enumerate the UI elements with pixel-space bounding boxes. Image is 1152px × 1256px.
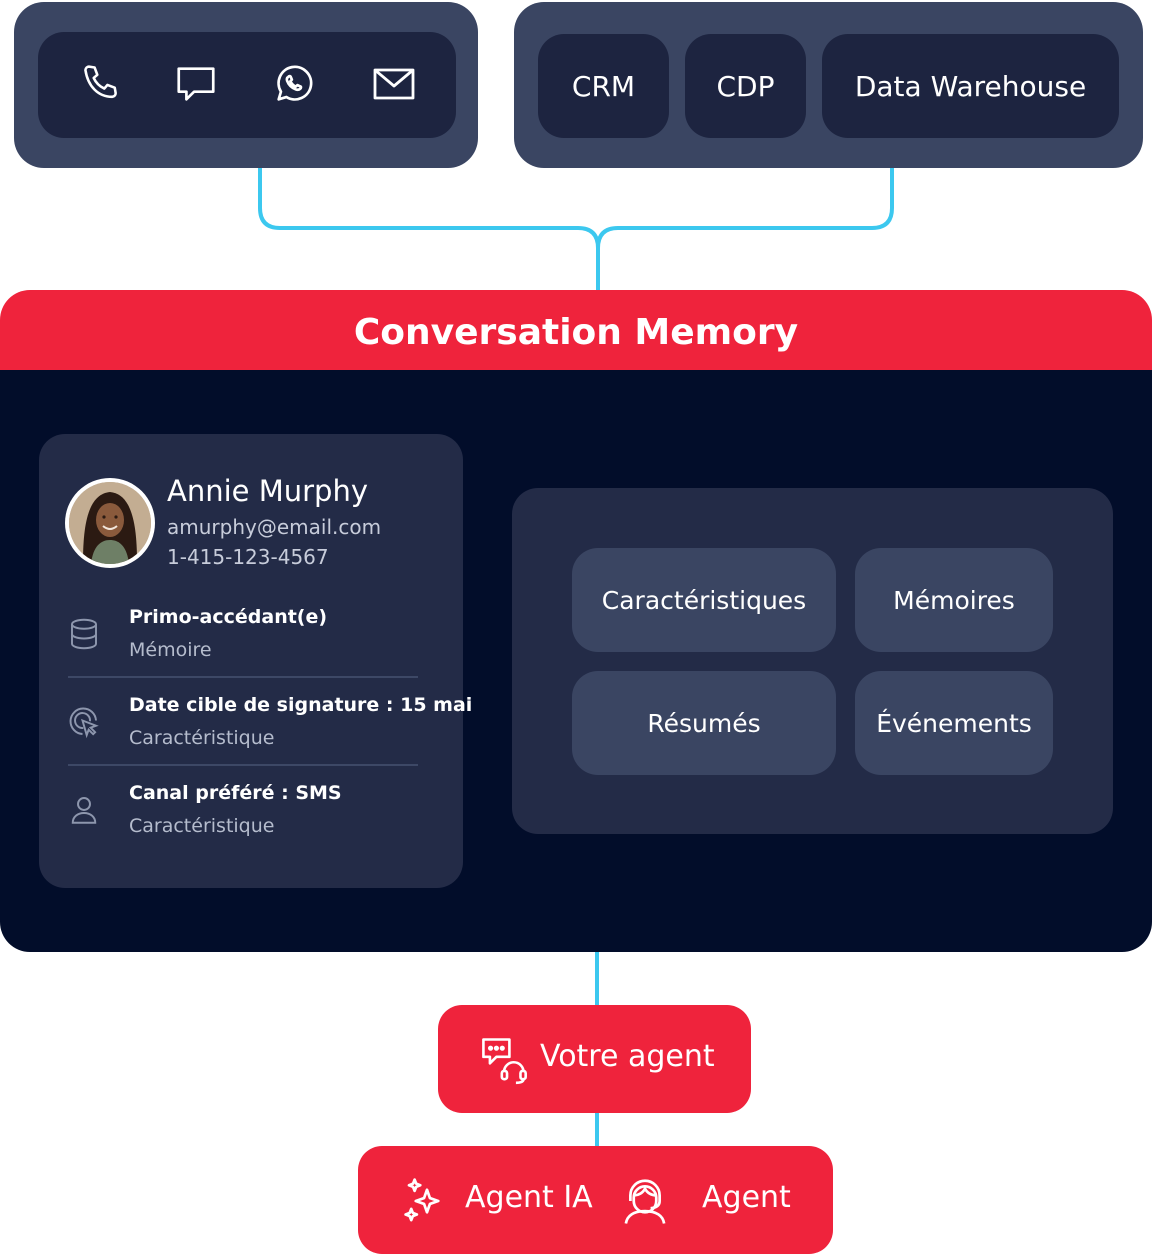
connector-channels	[258, 168, 600, 249]
fact-type: Caractéristique	[129, 815, 275, 837]
channels-bar	[38, 32, 456, 138]
target-cursor-icon	[66, 704, 102, 740]
human-agent-label: Agent	[702, 1180, 791, 1215]
memory-title: Conversation Memory	[0, 290, 1152, 374]
divider	[68, 764, 418, 766]
fact-type: Caractéristique	[129, 727, 275, 749]
database-icon	[66, 616, 102, 652]
person-icon	[66, 792, 102, 828]
agents-box: Agent IA Agent	[358, 1146, 833, 1254]
fact-title: Primo-accédant(e)	[129, 606, 328, 628]
your-agent-box: Votre agent	[438, 1005, 751, 1113]
human-agent-icon	[618, 1174, 672, 1228]
phone-icon	[71, 54, 131, 114]
channels-box	[14, 2, 478, 168]
source-data-warehouse: Data Warehouse	[822, 34, 1119, 138]
chat-bubble-icon	[166, 54, 226, 114]
sparkles-icon	[400, 1174, 454, 1228]
category-memoires: Mémoires	[855, 548, 1053, 652]
profile-phone: 1-415-123-4567	[167, 545, 329, 569]
your-agent-label: Votre agent	[540, 1039, 715, 1074]
profile-email: amurphy@email.com	[167, 515, 382, 539]
email-icon	[364, 54, 424, 114]
fact-title: Canal préféré : SMS	[129, 782, 342, 804]
fact-type: Mémoire	[129, 639, 212, 661]
categories-panel: Caractéristiques Mémoires Résumés Événem…	[512, 488, 1113, 834]
source-crm: CRM	[538, 34, 669, 138]
avatar	[65, 478, 155, 568]
category-evenements: Événements	[855, 671, 1053, 775]
fact-title: Date cible de signature : 15 mai	[129, 694, 473, 716]
category-caracteristiques: Caractéristiques	[572, 548, 836, 652]
agent-chat-headset-icon	[478, 1033, 530, 1085]
source-cdp: CDP	[685, 34, 806, 138]
ai-agent-label: Agent IA	[465, 1180, 593, 1215]
whatsapp-icon	[264, 54, 324, 114]
profile-name: Annie Murphy	[167, 474, 368, 508]
connector-sources	[596, 168, 894, 249]
category-resumes: Résumés	[572, 671, 836, 775]
divider	[68, 676, 418, 678]
sources-box: CRM CDP Data Warehouse	[514, 2, 1143, 168]
